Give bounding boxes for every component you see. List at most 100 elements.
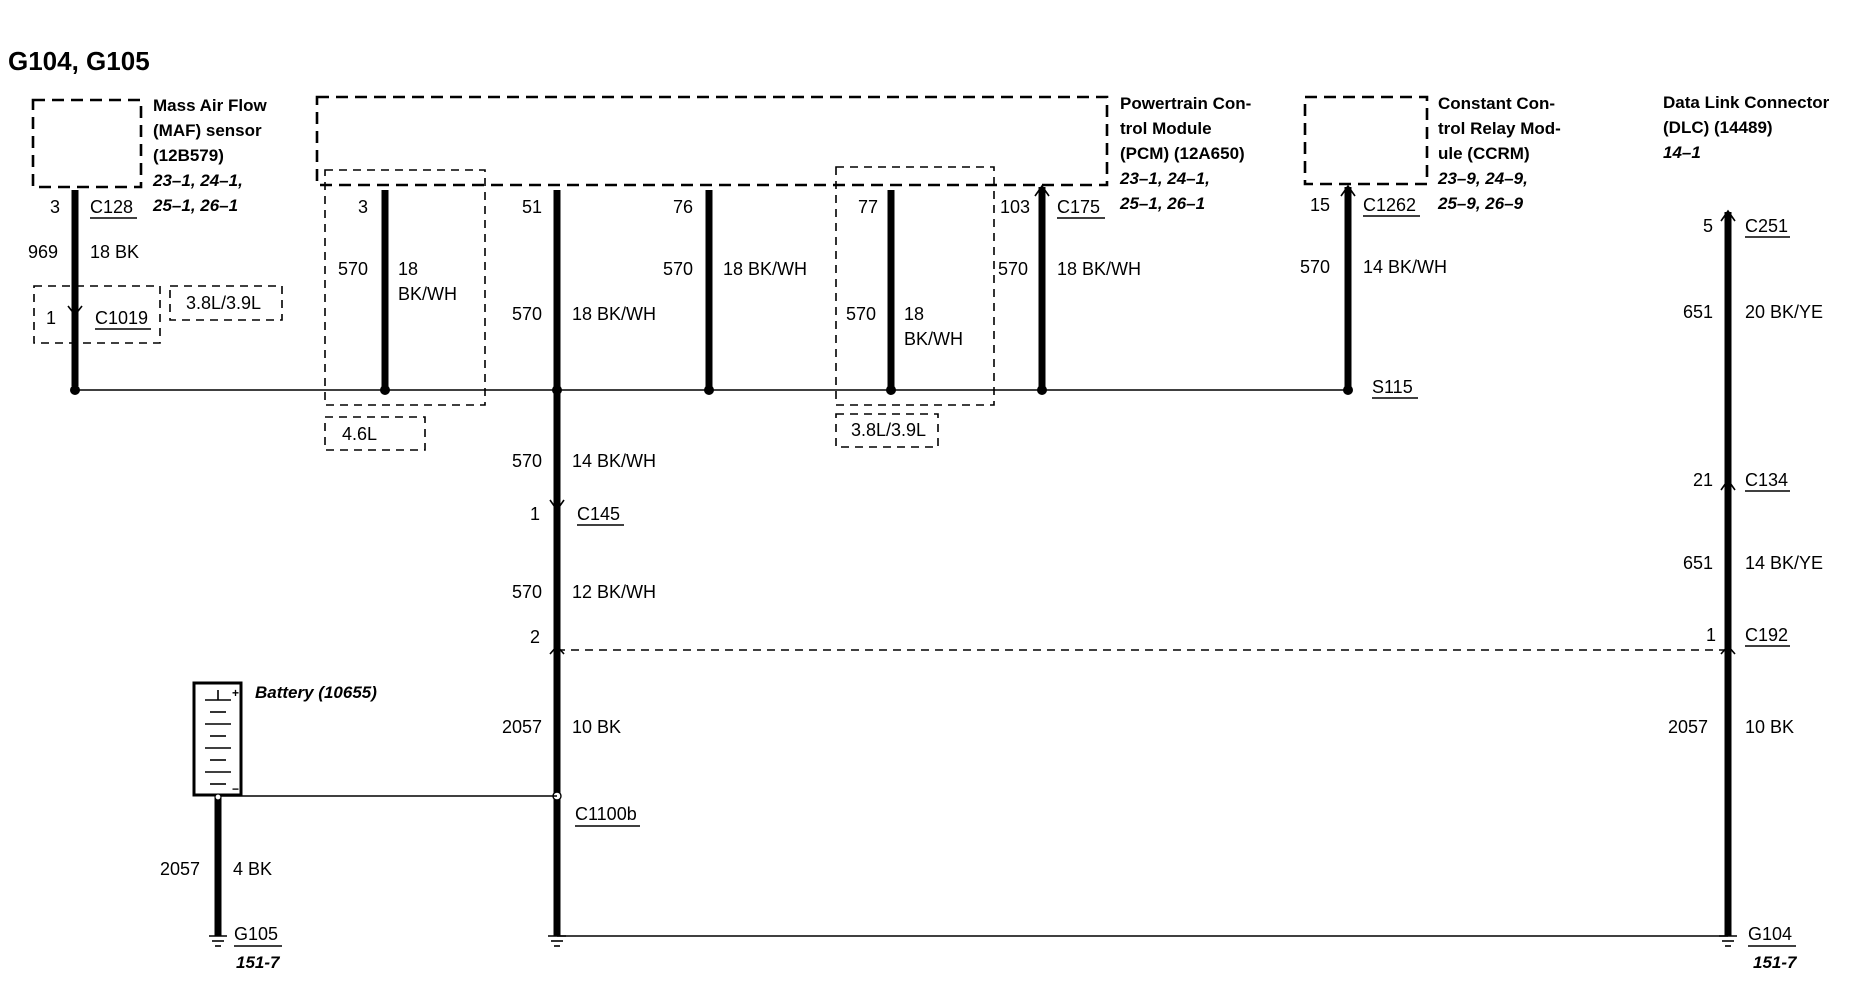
ground-g105-icon: [209, 935, 227, 947]
pcm-name-line-1: Powertrain Con-: [1120, 94, 1251, 113]
trunk-seg3-wire: 10 BK: [572, 717, 621, 737]
trunk-seg2-circuit: 570: [512, 582, 542, 602]
ground-g105-label: G105: [234, 924, 278, 944]
ccrm-name-line-2: trol Relay Mod-: [1438, 119, 1561, 138]
ground-g104-ref: 151-7: [1753, 953, 1798, 972]
option-46l-box: [324, 169, 486, 406]
c134-pin: 21: [1693, 470, 1713, 490]
pcm-pin-77-wire-line-1: 18: [904, 304, 924, 324]
trunk-ground-icon: [548, 935, 566, 947]
trunk-seg1-wire: 14 BK/WH: [572, 451, 656, 471]
pcm-pin-51-label: 51: [522, 197, 542, 217]
pcm-name-line-3: (PCM) (12A650): [1120, 144, 1245, 163]
ccrm-circuit: 570: [1300, 257, 1330, 277]
pcm-pin-77-circuit: 570: [846, 304, 876, 324]
maf-sensor-box: [31, 98, 143, 189]
main-trunk: 570 14 BK/WH 1 C145 570 12 BK/WH 2 2057 …: [502, 190, 656, 947]
dlc-seg2-circuit: 651: [1683, 553, 1713, 573]
c192-trunk-connector-icon: [549, 644, 565, 655]
c251-connector-icon: [1720, 209, 1736, 222]
pcm-pin-51-wire: 18 BK/WH: [572, 304, 656, 324]
maf-sensor: Mass Air Flow (MAF) sensor (12B579) 23–1…: [31, 96, 267, 215]
pcm-pin-76-circuit: 570: [663, 259, 693, 279]
c192-pin: 1: [1706, 625, 1716, 645]
c134-connector-icon: [1720, 478, 1736, 491]
c192-trunk-pin: 2: [530, 627, 540, 647]
ccrm-wire-size: 14 BK/WH: [1363, 257, 1447, 277]
pcm-pin-77-label: 77: [858, 197, 878, 217]
pcm-branch-pin-76: 76 570 18 BK/WH: [663, 190, 807, 395]
pcm-pin-3-wire-line-2: BK/WH: [398, 284, 457, 304]
ccrm-box: [1303, 95, 1429, 186]
pcm-ref-line-2: 25–1, 26–1: [1119, 194, 1205, 213]
pcm-branch-pin-77: 77 570 18 BK/WH 3.8L/3.9L: [835, 166, 995, 448]
dlc-seg3-circuit: 2057: [1668, 717, 1708, 737]
c1019-connector-icon: [67, 305, 83, 317]
dlc-name-line-1: Data Link Connector: [1663, 93, 1830, 112]
trunk-seg1-circuit: 570: [512, 451, 542, 471]
ccrm-ref-line-1: 23–9, 24–9,: [1437, 169, 1528, 188]
maf-name-line-3: (12B579): [153, 146, 224, 165]
c251-connector: C251: [1745, 216, 1788, 236]
maf-pin: 3: [50, 197, 60, 217]
pcm-pin-3-circuit: 570: [338, 259, 368, 279]
maf-circuit: 969: [28, 242, 58, 262]
battery-symbol: [192, 681, 243, 797]
maf-ref-line-2: 25–1, 26–1: [152, 196, 238, 215]
ccrm-pin: 15: [1310, 195, 1330, 215]
maf-wire-size: 18 BK: [90, 242, 139, 262]
c1019-option-box: [33, 285, 161, 344]
ccrm-name-line-3: ule (CCRM): [1438, 144, 1530, 163]
pcm-pin-103-label: 103: [1000, 197, 1030, 217]
pcm-name-line-2: trol Module: [1120, 119, 1212, 138]
c1100b-label: C1100b: [575, 804, 637, 824]
dlc-seg1-wire: 20 BK/YE: [1745, 302, 1823, 322]
option-38l-label-box: [835, 413, 939, 448]
c192-connector: C192: [1745, 625, 1788, 645]
c145-connector-icon: [549, 499, 565, 512]
dlc-name-line-2: (DLC) (14489): [1663, 118, 1773, 137]
maf-connector: C128: [90, 197, 133, 217]
pcm-pin-76-label: 76: [673, 197, 693, 217]
c251-pin: 5: [1703, 216, 1713, 236]
maf-ref-line-1: 23–1, 24–1,: [152, 171, 243, 190]
battery: + − Battery (10655): [192, 681, 377, 797]
pcm-pin-77-wire-line-2: BK/WH: [904, 329, 963, 349]
pcm-box: [315, 95, 1109, 187]
pcm-branch-pin-103: 103 C175 570 18 BK/WH: [998, 184, 1141, 395]
pcm-pin-76-wire-size: 18 BK/WH: [723, 259, 807, 279]
maf-branch: 3 C128 969 18 BK 1 C1019 3.8L/3.9L: [28, 190, 283, 395]
option-46l-label-box: [324, 416, 426, 451]
c1019-connector: C1019: [95, 308, 148, 328]
pcm-branch-pin-51: 51 570 18 BK/WH: [512, 197, 656, 395]
option-38l-label: 3.8L/3.9L: [851, 420, 926, 440]
battery-ground-branch: 2057 4 BK G105 151-7: [160, 793, 557, 972]
dlc-seg1-circuit: 651: [1683, 302, 1713, 322]
dlc-connector: Data Link Connector (DLC) (14489) 14–1: [1663, 93, 1830, 162]
battery-minus-icon: −: [232, 782, 239, 796]
dlc-seg3-wire: 10 BK: [1745, 717, 1794, 737]
maf-engine-option-box: [169, 285, 283, 321]
pcm-pin-103-connector: C175: [1057, 197, 1100, 217]
c1262-connector-icon: [1340, 184, 1356, 197]
option-38l-box: [835, 166, 995, 406]
c145-connector: C145: [577, 504, 620, 524]
c1019-pin: 1: [46, 308, 56, 328]
dlc-seg2-wire: 14 BK/YE: [1745, 553, 1823, 573]
c134-connector: C134: [1745, 470, 1788, 490]
ccrm-module: Constant Con- trol Relay Mod- ule (CCRM)…: [1303, 94, 1561, 213]
splice-s115: S115: [1372, 377, 1413, 397]
c192-dlc-connector-icon: [1720, 644, 1736, 655]
pcm-pin-51-circuit: 570: [512, 304, 542, 324]
trunk-seg2-wire: 12 BK/WH: [572, 582, 656, 602]
dlc-ref: 14–1: [1663, 143, 1701, 162]
maf-name-line-1: Mass Air Flow: [153, 96, 267, 115]
ground-g105-ref: 151-7: [236, 953, 281, 972]
pcm-pin-103-wire: 18 BK/WH: [1057, 259, 1141, 279]
option-46l-label: 4.6L: [342, 424, 377, 444]
pcm-module: Powertrain Con- trol Module (PCM) (12A65…: [315, 94, 1251, 213]
battery-ground-wire-size: 4 BK: [233, 859, 272, 879]
pcm-pin-103-circuit: 570: [998, 259, 1028, 279]
battery-ground-circuit: 2057: [160, 859, 200, 879]
